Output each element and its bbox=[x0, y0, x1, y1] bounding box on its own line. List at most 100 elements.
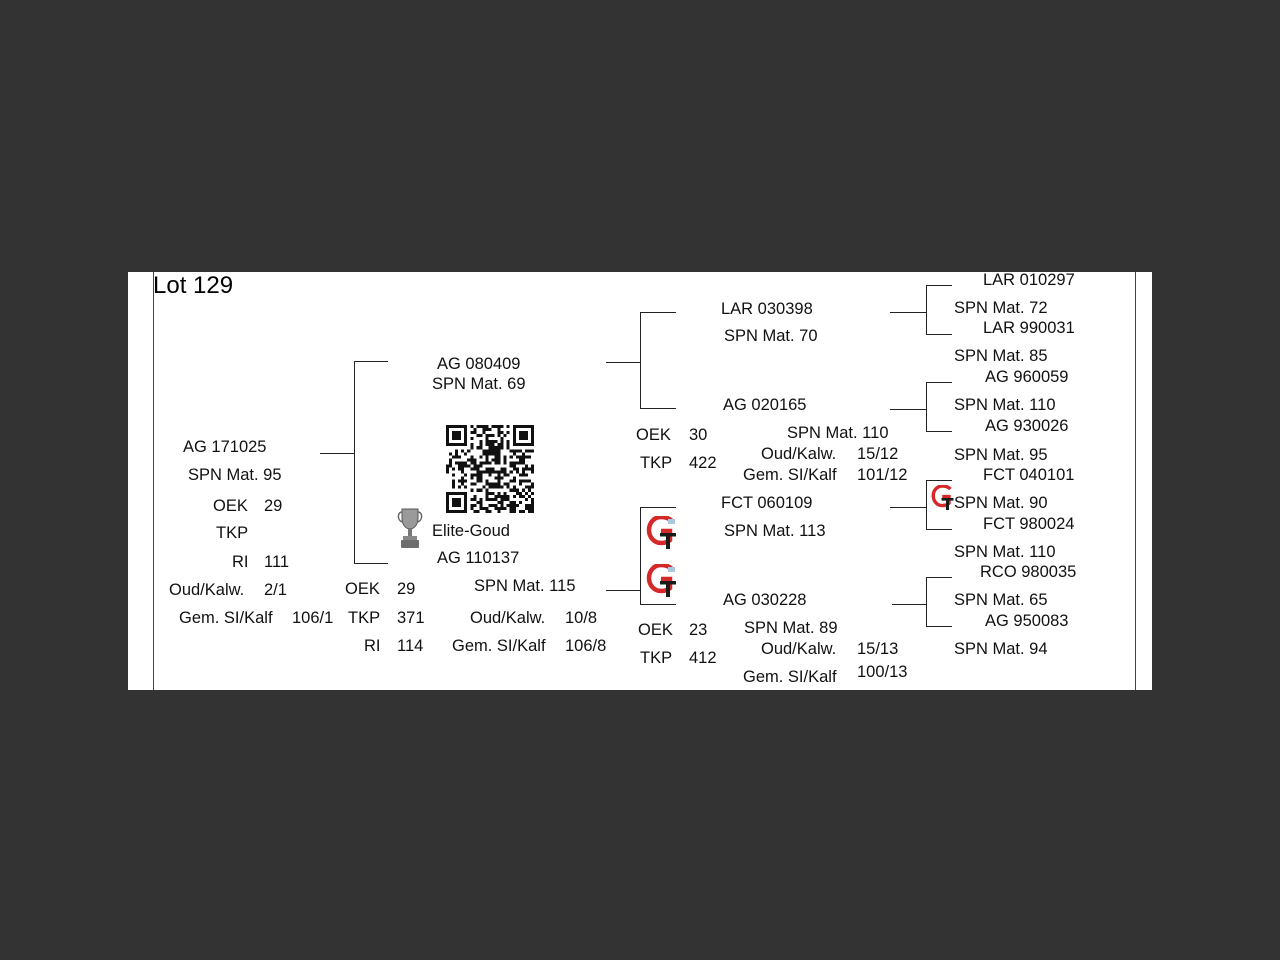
sire-dam-id: AG 020165 bbox=[723, 396, 807, 414]
sire-gem-value: 101/12 bbox=[857, 466, 908, 484]
animal-oek-value: 29 bbox=[264, 497, 283, 515]
animal-oud-value: 2/1 bbox=[264, 581, 287, 599]
sire-oud-value: 15/12 bbox=[857, 445, 899, 463]
bracket-line bbox=[606, 590, 640, 591]
animal-ri-value: 111 bbox=[264, 553, 290, 571]
dam-gem-label: Gem. SI/Kalf bbox=[452, 637, 546, 655]
bracket-line bbox=[640, 507, 676, 508]
sire-oek-label: OEK bbox=[636, 426, 671, 444]
dam-gem-value: 106/8 bbox=[565, 637, 607, 655]
dam-dam-tkp-value: 412 bbox=[689, 649, 717, 667]
animal-tkp-label: TKP bbox=[216, 524, 249, 542]
dam-oud-label: Oud/Kalw. bbox=[470, 609, 546, 627]
bracket-line bbox=[926, 480, 952, 481]
bracket-line bbox=[640, 604, 676, 605]
dam-id: AG 110137 bbox=[437, 549, 520, 567]
animal-gem-label: Gem. SI/Kalf bbox=[179, 609, 273, 627]
dam-ri-label: RI bbox=[364, 637, 381, 655]
dam-oud-value: 10/8 bbox=[565, 609, 598, 627]
trophy-icon bbox=[396, 506, 424, 550]
qr-code-icon bbox=[446, 425, 534, 513]
bracket-line bbox=[890, 409, 926, 410]
bracket-line bbox=[640, 312, 641, 409]
dam-award: Elite-Goud bbox=[432, 522, 510, 540]
dam-dam-oek-label: OEK bbox=[638, 621, 673, 639]
dam-sire-spn: SPN Mat. 113 bbox=[724, 522, 826, 540]
ggp-4-spn: SPN Mat. 95 bbox=[954, 446, 1048, 464]
bracket-line bbox=[926, 382, 952, 383]
animal-gem-value: 106/1 bbox=[292, 609, 334, 627]
bracket-line bbox=[354, 563, 388, 564]
bracket-line bbox=[354, 361, 388, 362]
dam-tkp-value: 371 bbox=[397, 609, 425, 627]
bracket-line bbox=[354, 361, 355, 564]
ggp-3-spn: SPN Mat. 110 bbox=[954, 396, 1056, 414]
dam-tkp-label: TKP bbox=[348, 609, 381, 627]
bracket-line bbox=[926, 285, 927, 335]
dam-dam-id: AG 030228 bbox=[723, 591, 807, 609]
bracket-line bbox=[926, 480, 927, 530]
bracket-line bbox=[606, 362, 640, 363]
ggp-3-id: AG 960059 bbox=[985, 368, 1069, 386]
bracket-line bbox=[640, 408, 676, 409]
ggp-2-id: LAR 990031 bbox=[983, 319, 1075, 337]
sire-tkp-value: 422 bbox=[689, 454, 717, 472]
bracket-line bbox=[926, 577, 952, 578]
gt-logo-icon bbox=[931, 485, 955, 511]
lot-title: Lot 129 bbox=[153, 272, 234, 299]
ggp-6-spn: SPN Mat. 110 bbox=[954, 543, 1056, 561]
animal-ri-label: RI bbox=[232, 553, 249, 571]
bracket-line bbox=[892, 604, 926, 605]
gt-logo-icon bbox=[646, 516, 678, 550]
left-border-line bbox=[153, 272, 154, 690]
ggp-5-spn: SPN Mat. 90 bbox=[954, 494, 1048, 512]
animal-oek-label: OEK bbox=[213, 497, 248, 515]
ggp-5-id: FCT 040101 bbox=[983, 466, 1075, 484]
ggp-2-spn: SPN Mat. 85 bbox=[954, 347, 1048, 365]
sire-oud-label: Oud/Kalw. bbox=[761, 445, 837, 463]
ggp-4-id: AG 930026 bbox=[985, 417, 1069, 435]
bracket-line bbox=[926, 529, 952, 530]
bracket-line bbox=[926, 626, 952, 627]
dam-sire-id: FCT 060109 bbox=[721, 494, 813, 512]
ggp-8-spn: SPN Mat. 94 bbox=[954, 640, 1048, 658]
right-border-line bbox=[1135, 272, 1136, 690]
dam-dam-gem-value: 100/13 bbox=[857, 663, 908, 681]
dam-ri-value: 114 bbox=[397, 637, 424, 655]
ggp-6-id: FCT 980024 bbox=[983, 515, 1075, 533]
pedigree-document: Lot 129 AG 171025 SPN Mat. 95 OEK 29 TKP… bbox=[128, 272, 1152, 690]
ggp-1-spn: SPN Mat. 72 bbox=[954, 299, 1048, 317]
dam-oek-label: OEK bbox=[345, 580, 380, 598]
bracket-line bbox=[926, 577, 927, 627]
gt-logo-icon bbox=[646, 564, 678, 598]
sire-sire-id: LAR 030398 bbox=[721, 300, 813, 318]
ggp-1-id: LAR 010297 bbox=[983, 272, 1075, 289]
sire-id: AG 080409 bbox=[437, 355, 521, 373]
bracket-line bbox=[890, 507, 926, 508]
animal-spn: SPN Mat. 95 bbox=[188, 466, 282, 484]
sire-tkp-label: TKP bbox=[640, 454, 673, 472]
sire-sire-spn: SPN Mat. 70 bbox=[724, 327, 818, 345]
dam-dam-oek-value: 23 bbox=[689, 621, 708, 639]
sire-gem-label: Gem. SI/Kalf bbox=[743, 466, 837, 484]
ggp-7-spn: SPN Mat. 65 bbox=[954, 591, 1048, 609]
animal-id: AG 171025 bbox=[183, 438, 267, 456]
dam-dam-spn: SPN Mat. 89 bbox=[744, 619, 838, 637]
dam-dam-gem-label: Gem. SI/Kalf bbox=[743, 668, 837, 686]
sire-spn-2: SPN Mat. 110 bbox=[787, 424, 889, 442]
bracket-line bbox=[890, 312, 926, 313]
dam-dam-oud-label: Oud/Kalw. bbox=[761, 640, 837, 658]
ggp-7-id: RCO 980035 bbox=[980, 563, 1077, 581]
bracket-line bbox=[926, 285, 952, 286]
dam-spn: SPN Mat. 115 bbox=[474, 577, 576, 595]
dam-oek-value: 29 bbox=[397, 580, 416, 598]
ggp-8-id: AG 950083 bbox=[985, 612, 1069, 630]
bracket-line bbox=[926, 382, 927, 432]
dam-dam-oud-value: 15/13 bbox=[857, 640, 899, 658]
sire-oek-value: 30 bbox=[689, 426, 708, 444]
bracket-line bbox=[926, 431, 952, 432]
bracket-line bbox=[640, 507, 641, 605]
bracket-line bbox=[640, 312, 676, 313]
sire-spn: SPN Mat. 69 bbox=[432, 375, 526, 393]
bracket-line bbox=[926, 334, 952, 335]
